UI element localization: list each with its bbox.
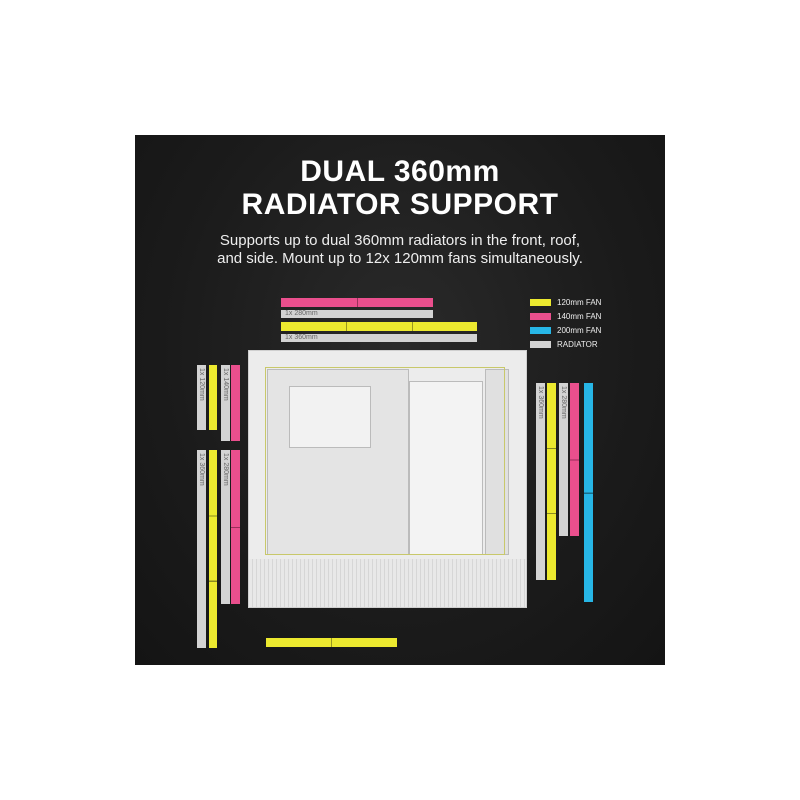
- psu-shroud-vents: [249, 559, 526, 607]
- right-140mm-fans: [570, 383, 579, 536]
- bottom-120mm-fans: [266, 638, 397, 647]
- legend-label: 200mm FAN: [557, 326, 602, 335]
- left-top-140mm-fan: [231, 365, 240, 441]
- left-bottom-360mm-radiator: 1x 360mm: [197, 450, 206, 648]
- legend-swatch: [530, 341, 551, 348]
- left-top-140mm-radiator: 1x 140mm: [221, 365, 230, 441]
- headline-line-1: DUAL 360mm: [300, 155, 500, 188]
- legend-label: 120mm FAN: [557, 298, 602, 307]
- legend-radiator: RADIATOR: [530, 340, 598, 349]
- right-200mm-fans: [584, 383, 593, 602]
- top-280mm-radiator: 1x 280mm: [281, 310, 433, 318]
- legend-140mm-fan: 140mm FAN: [530, 312, 601, 321]
- left-top-120mm-radiator: 1x 120mm: [197, 365, 206, 430]
- pc-case-illustration: [248, 350, 527, 608]
- headline-line-2: RADIATOR SUPPORT: [241, 188, 559, 221]
- right-360mm-radiator: 1x 360mm: [536, 383, 545, 580]
- left-top-120mm-fan: [209, 365, 217, 430]
- left-bottom-140mm-fans: [231, 450, 240, 604]
- right-280mm-radiator: 1x 280mm: [559, 383, 568, 536]
- legend-200mm-fan: 200mm FAN: [530, 326, 601, 335]
- legend-label: RADIATOR: [557, 340, 598, 349]
- top-140mm-fans: [281, 298, 433, 307]
- cpu-cooler-block: [289, 386, 371, 448]
- gpu-area: [409, 381, 483, 555]
- legend-label: 140mm FAN: [557, 312, 602, 321]
- top-360mm-radiator: 1x 360mm: [281, 334, 477, 342]
- legend-120mm-fan: 120mm FAN: [530, 298, 601, 307]
- right-120mm-fans: [547, 383, 556, 580]
- subtitle-line-2: and side. Mount up to 12x 120mm fans sim…: [217, 250, 583, 267]
- left-bottom-280mm-radiator: 1x 280mm: [221, 450, 230, 604]
- legend-swatch: [530, 299, 551, 306]
- top-120mm-fans: [281, 322, 477, 331]
- legend-swatch: [530, 327, 551, 334]
- front-fan-bay: [485, 369, 509, 555]
- subtitle-line-1: Supports up to dual 360mm radiators in t…: [219, 232, 581, 249]
- left-bottom-120mm-fans: [209, 450, 217, 648]
- radiator-outline: [265, 367, 505, 555]
- legend-swatch: [530, 313, 551, 320]
